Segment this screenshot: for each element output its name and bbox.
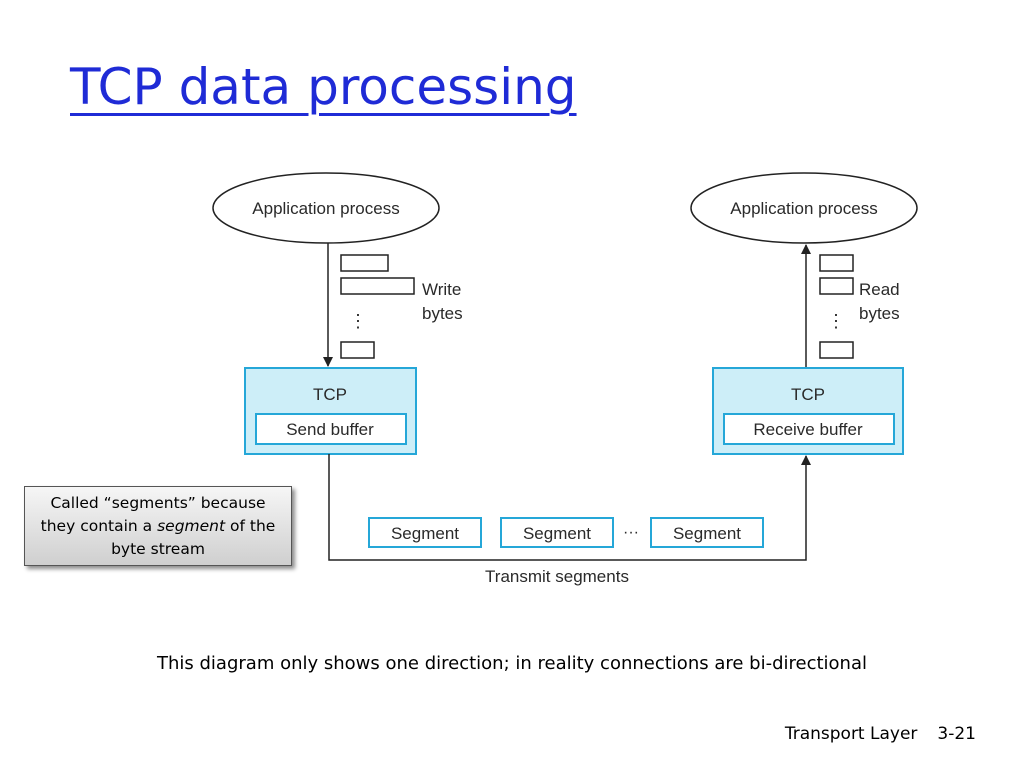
callout-text-after: of the byte stream [111,516,276,558]
callout-emphasis: segment [157,516,226,535]
write-bytes-label-line2: bytes [422,304,463,323]
write-bytes-label-line1: Write [422,280,461,299]
transmit-path [328,454,811,561]
write-vertical-ellipsis: ⋮ [349,311,367,331]
read-bytes-label-line1: Read [859,280,900,299]
footer-section: Transport Layer [784,724,918,744]
transmit-segments-label: Transmit segments [485,567,629,586]
left-application-process-ellipse [212,172,440,244]
right-application-process-ellipse [690,172,918,244]
segments-callout: Called “segments” because they contain a… [24,486,292,566]
slide-title: TCP data processing [70,58,577,116]
read-byte-block [819,254,854,272]
right-application-process-label: Application process [730,199,877,218]
write-byte-block [340,277,415,295]
send-buffer-label: Send buffer [286,420,374,439]
segment-box [650,517,764,548]
segment-label: Segment [673,524,741,543]
left-tcp-label: TCP [313,385,347,404]
write-byte-block [340,341,375,359]
read-vertical-ellipsis: ⋮ [827,311,845,331]
left-application-process-label: Application process [252,199,399,218]
read-bytes-label-line2: bytes [859,304,900,323]
segment-box [500,517,614,548]
segment-label: Segment [523,524,591,543]
send-buffer-box [255,413,407,445]
write-byte-block [340,254,389,272]
receive-buffer-label: Receive buffer [753,420,863,439]
slide-footer: Transport Layer 3-21 [785,724,976,744]
read-byte-block [819,341,854,359]
callout-text: Called “segments” because they contain a… [31,492,285,561]
segment-box [368,517,482,548]
receive-buffer-box [723,413,895,445]
segment-label: Segment [391,524,459,543]
footer-page-number: 3-21 [937,724,976,744]
segment-ellipsis: ··· [623,524,639,541]
read-byte-block [819,277,854,295]
right-tcp-label: TCP [791,385,825,404]
direction-note: This diagram only shows one direction; i… [157,653,867,674]
callout-text-before: Called “segments” because they contain a [40,493,266,535]
